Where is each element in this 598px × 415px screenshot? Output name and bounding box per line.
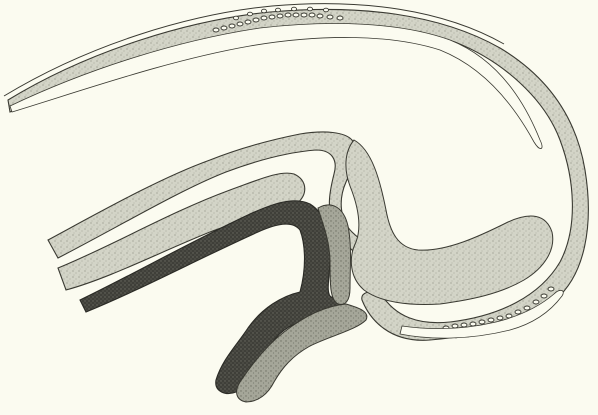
central-lobe (346, 140, 553, 304)
